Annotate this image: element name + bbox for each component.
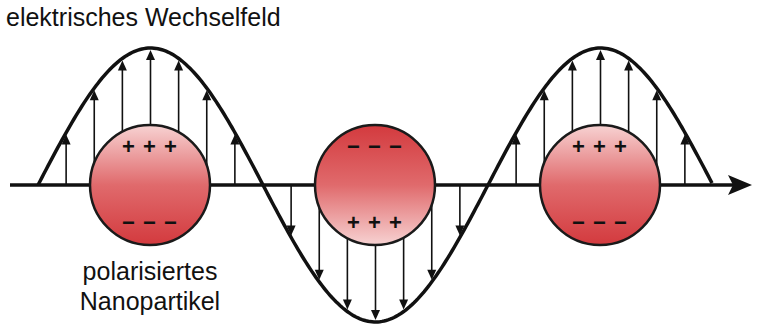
field-vector-head xyxy=(371,310,380,320)
charge-signs: + + + xyxy=(538,135,662,159)
sine-wave xyxy=(38,48,712,322)
field-vector-line xyxy=(234,143,236,185)
nanoparticle-circle: − − − + + + xyxy=(313,123,437,247)
charge-signs: − − − xyxy=(313,135,437,159)
field-label: elektrisches Wechselfeld xyxy=(6,2,366,32)
axis-arrowhead xyxy=(728,175,752,195)
field-vector-line xyxy=(515,143,517,185)
charge-signs: + + + xyxy=(313,211,437,235)
charge-signs: − − − xyxy=(88,211,212,235)
field-vector-line xyxy=(684,143,686,185)
field-vector-head xyxy=(146,50,155,60)
nanoparticle-circle: + + + − − − xyxy=(538,123,662,247)
particle-label: polarisiertes Nanopartikel xyxy=(50,256,250,316)
field-vector-line xyxy=(290,185,292,227)
field-vector-line xyxy=(65,143,67,185)
field-vector-head xyxy=(596,50,605,60)
field-vector-line xyxy=(459,185,461,227)
charge-signs: − − − xyxy=(538,211,662,235)
charge-signs: + + + xyxy=(88,135,212,159)
nanoparticle-circle: + + + − − − xyxy=(88,123,212,247)
